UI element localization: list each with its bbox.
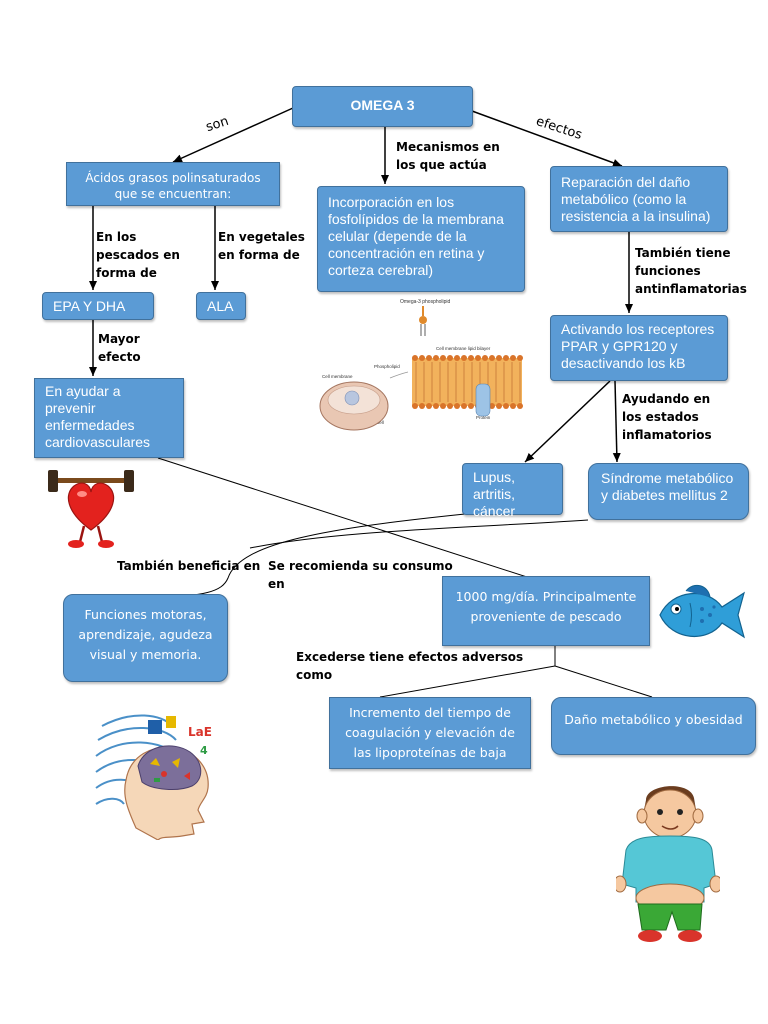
omega3-phospholipid-caption: Omega-3 phospholipid [400, 299, 451, 305]
ala-node: ALA [196, 292, 246, 320]
label-mayor-efecto: Mayor efecto [98, 332, 141, 364]
arrow-receptores-to-lupus [524, 380, 611, 463]
line-cardio-to-dosis [157, 457, 531, 579]
epa-dha-node: EPA Y DHA [42, 292, 154, 320]
acidos-node: Ácidos grasos polinsaturados que se encu… [66, 162, 280, 206]
label-recomienda: Se recomienda su consumo en [268, 559, 453, 591]
label-beneficia: También beneficia en [117, 559, 261, 573]
reparacion-node: Reparación del daño metabólico (como la … [550, 166, 728, 232]
cell-membrane-caption: Cell membrane [322, 374, 353, 379]
label-pescados: En los pescados en forma de [96, 230, 180, 280]
line-branch-left [379, 665, 556, 698]
coagulacion-node: Incremento del tiempo de coagulación y e… [329, 697, 531, 769]
lipid-bilayer-caption: Cell membrane lipid bilayer [436, 346, 491, 351]
phospholipid-caption: Phospholipid [374, 364, 400, 369]
arrow-omega-to-reparacion [471, 110, 623, 167]
cell-caption: Cell [376, 420, 384, 425]
label-antiinflamatorias: También tiene funciones antinflamatorias [635, 246, 747, 296]
cardio-node: En ayudar a prevenir enfermedades cardio… [34, 378, 184, 458]
label-vegetales: En vegetales en forma de [218, 230, 305, 262]
sindrome-node: Síndrome metabólico y diabetes mellitus … [588, 463, 749, 520]
lupus-node: Lupus, artritis, cáncer [462, 463, 563, 519]
arrow-omega-to-acidos [172, 107, 294, 163]
curve-sindrome-to-center [249, 519, 589, 549]
protein-caption: Protein [476, 415, 491, 420]
overweight-boy-illustration [616, 786, 720, 942]
line-branch-right [554, 665, 653, 698]
lipid-bilayer [412, 355, 523, 417]
label-excederse: Excederse tiene efectos adversos como [296, 650, 524, 682]
brain-learning-illustration: LaE 4 [95, 714, 212, 840]
curve-to-funciones [149, 513, 466, 599]
cell-membrane-illustration: Omega-3 phospholipid Cell membrane lipid… [319, 299, 523, 431]
svg-text:4: 4 [200, 744, 208, 757]
dano-node: Daño metabólico y obesidad [551, 697, 756, 755]
dosis-node: 1000 mg/día. Principalmente proveniente … [442, 576, 650, 646]
heart-dumbbell-icon [48, 470, 134, 548]
svg-text:LaE: LaE [188, 725, 212, 739]
omega3-node: OMEGA 3 [292, 86, 473, 127]
label-mecanismos: Mecanismos en los que actúa [396, 140, 500, 172]
label-ayudando: Ayudando en los estados inflamatorios [622, 392, 712, 442]
funciones-node: Funciones motoras, aprendizaje, agudeza … [63, 594, 228, 682]
arrow-receptores-to-sindrome [612, 380, 621, 463]
incorporacion-node: Incorporación en los fosfolípidos de la … [317, 186, 525, 292]
fish-icon [659, 584, 745, 639]
receptores-node: Activando los receptores PPAR y GPR120 y… [550, 315, 728, 381]
